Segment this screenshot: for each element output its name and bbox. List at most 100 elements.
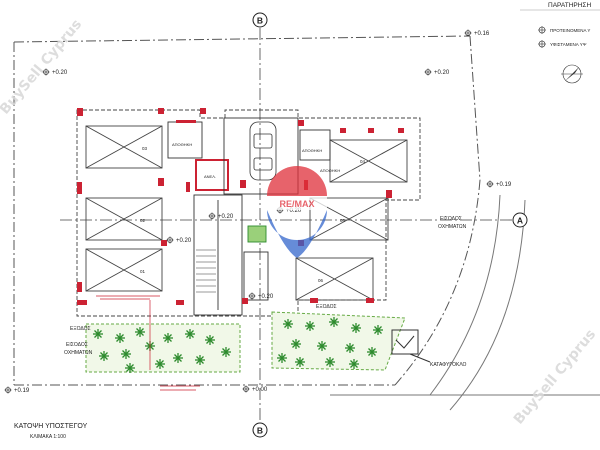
crosshair-icon (538, 40, 546, 48)
level-right-edge: +0.19 (486, 180, 512, 188)
plant-icon (349, 359, 359, 369)
plant-icon (283, 319, 293, 329)
plan-scale: ΚΛΙΜΑΚΑ 1:100 (30, 434, 66, 440)
legend-proposed-text: ΠΡΟΤΕΙΝΟΜΕΝΑ Υ (550, 28, 590, 33)
level-top-right: +0.16 (464, 29, 490, 37)
level-text: +0.20 (176, 238, 192, 244)
level-marker-icon (486, 180, 494, 188)
parking-number: 06 (318, 278, 324, 283)
entrance-left-label: ΕΙΣΟΔΟΣ (66, 342, 88, 348)
level-bottom-left: +0.19 (4, 386, 30, 394)
plant-icon (221, 347, 231, 357)
remax-text: RE/MAX (279, 199, 314, 209)
entrance-right-label: ΕΙΣΟΔΟΣ (440, 216, 462, 222)
level-marker-icon (424, 68, 432, 76)
watermark-bottom-right: BuySell Cyprus (511, 327, 599, 428)
section-line-b (60, 28, 515, 425)
site-boundary (13, 35, 600, 411)
red-annotations (96, 295, 200, 391)
level-core-bottom: +0.20 (248, 292, 274, 300)
north-arrow-icon (561, 64, 583, 84)
parking-bays (85, 125, 408, 301)
notes-panel: ΠΑΡΑΤΗΡΗΣΗ ΠΡΟΤΕΙΝΟΜΕΝΑ Υ ΥΦΙΣΤΑΜΕΝΑ ΥΨ (520, 2, 600, 84)
watermark-top-left: BuySell Cyprus (0, 17, 85, 118)
legend-proposed: ΠΡΟΤΕΙΝΟΜΕΝΑ Υ (538, 26, 590, 34)
parking-bay-02 (85, 197, 163, 241)
level-text: +0.19 (14, 388, 30, 394)
legend-existing-text: ΥΦΙΣΤΑΜΕΝΑ ΥΨ (550, 42, 587, 47)
structural-columns (77, 108, 404, 305)
plant-icon (277, 353, 287, 363)
plant-icon (163, 333, 173, 343)
lift-label: ΑΝΕΛ. (204, 174, 216, 179)
stair-treads (196, 249, 216, 293)
parking-number: 04 (360, 159, 366, 164)
plant-icon (93, 329, 103, 339)
level-text: +0.20 (258, 294, 274, 300)
level-marker-icon (208, 212, 216, 220)
parking-number: 01 (140, 269, 146, 274)
level-ne: +0.20 (424, 68, 450, 76)
plant-icon (99, 351, 109, 361)
level-marker-icon (248, 292, 256, 300)
exit-right-label: ΕΞΟΔΟΣ (316, 304, 337, 310)
parking-bay-01 (85, 248, 163, 292)
legend-existing: ΥΦΙΣΤΑΜΕΝΑ ΥΨ (538, 40, 587, 48)
level-marker-icon (42, 68, 50, 76)
garden-right (271, 311, 406, 371)
building-outline (76, 109, 421, 317)
plant-icon (373, 325, 383, 335)
plan-title: ΚΑΤΟΨΗ ΥΠΟΣΤΕΓΟΥ (14, 423, 88, 430)
exit-left-label: ΕΞΟΔΟΣ (70, 326, 91, 332)
remax-balloon-logo: RE/MAX (267, 166, 327, 258)
storage-3-label: ΑΠΟΘΗΚΗ (320, 168, 340, 173)
marker-b-bottom-label: B (257, 426, 263, 436)
level-nw: +0.20 (42, 68, 68, 76)
plant-icon (291, 339, 301, 349)
ramp-symbol (391, 329, 431, 363)
level-text: +0.19 (496, 182, 512, 188)
parking-numbers: 03 02 01 04 05 06 (140, 146, 366, 283)
area-labels: ΕΙΣΟΔΟΣ ΟΧΗΜΑΤΩΝ ΕΙΣΟΔΟΣ ΟΧΗΜΑΤΩΝ ΕΞΟΔΟΣ… (64, 142, 467, 368)
parking-bay-03 (85, 125, 163, 169)
plan-title-block: ΚΑΤΟΨΗ ΥΠΟΣΤΕΓΟΥ ΚΛΙΜΑΚΑ 1:100 (14, 423, 88, 440)
plant-icon (155, 359, 165, 369)
plant-icon (115, 333, 125, 343)
level-marker-icon (4, 386, 12, 394)
level-text: +0.20 (218, 214, 234, 220)
entrance-left-sub-label: ΟΧΗΜΑΤΩΝ (64, 350, 93, 356)
plant-icon (325, 357, 335, 367)
notes-title: ΠΑΡΑΤΗΡΗΣΗ (548, 2, 591, 9)
level-text: +0.20 (434, 70, 450, 76)
parking-number: 02 (140, 218, 146, 223)
level-marker-icon (464, 29, 472, 37)
level-text: +0.20 (286, 208, 302, 214)
level-marker-icon (242, 385, 250, 393)
section-marker-bottom: B (252, 422, 268, 438)
plant-icon (195, 355, 205, 365)
plant-icon (205, 335, 215, 345)
plant-icon (185, 329, 195, 339)
level-core-top: +0.20 (208, 212, 234, 220)
level-text: +0.16 (474, 31, 490, 37)
central-core (167, 117, 331, 316)
parking-number: 05 (340, 218, 346, 223)
plant-icon (173, 353, 183, 363)
plant-icon (135, 327, 145, 337)
parking-number: 03 (142, 146, 148, 151)
level-marker-icon (166, 236, 174, 244)
plant-icon (317, 341, 327, 351)
level-bottom-mid: +0.00 (242, 385, 268, 393)
parking-bay-06 (295, 257, 374, 301)
storage-2-label: ΑΠΟΘΗΚΗ (302, 148, 322, 153)
level-text: +0.20 (52, 70, 68, 76)
car-icon (249, 121, 277, 181)
entrance-right-sub-label: ΟΧΗΜΑΤΩΝ (438, 224, 467, 230)
plant-icon (121, 349, 131, 359)
section-marker-top: B (252, 12, 268, 28)
garden-plants (93, 317, 383, 373)
level-left-mid: +0.20 (166, 236, 192, 244)
plant-icon (295, 357, 305, 367)
